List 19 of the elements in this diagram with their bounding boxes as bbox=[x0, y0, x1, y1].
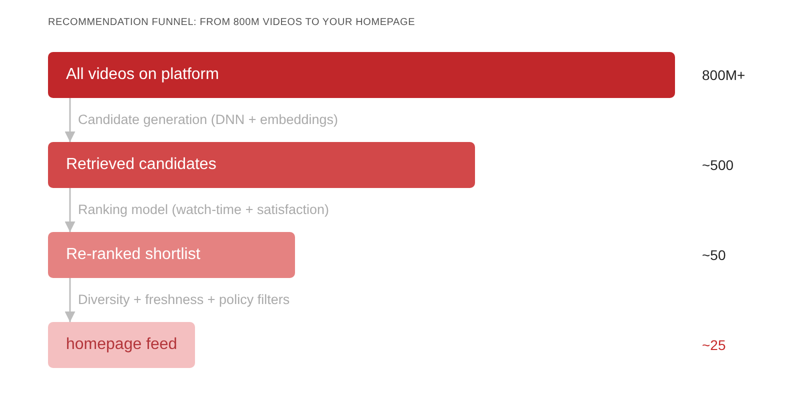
stage-label: Re-ranked shortlist bbox=[66, 245, 200, 265]
stage-bar bbox=[48, 52, 675, 98]
stage-bar bbox=[48, 142, 475, 188]
stage-bar bbox=[48, 322, 195, 368]
arrow bbox=[64, 278, 76, 322]
chart-title: RECOMMENDATION FUNNEL: FROM 800M VIDEOS TO YOUR HOMEPAGE bbox=[48, 17, 416, 28]
edge-label: Candidate generation (DNN + embeddings) bbox=[78, 112, 338, 128]
arrow bbox=[64, 98, 76, 142]
count-label: ~25 bbox=[702, 336, 726, 354]
arrow bbox=[64, 188, 76, 232]
stage-label: Retrieved candidates bbox=[66, 155, 216, 175]
edge-label: Diversity + freshness + policy filters bbox=[78, 292, 290, 308]
stage-label: homepage feed bbox=[66, 335, 178, 355]
stage-label: All videos on platform bbox=[66, 65, 219, 85]
edge-label: Ranking model (watch-time + satisfaction) bbox=[78, 202, 329, 218]
count-label: ~50 bbox=[702, 246, 726, 264]
count-label: ~500 bbox=[702, 156, 734, 174]
stage-bar bbox=[48, 232, 295, 278]
count-label: 800M+ bbox=[702, 66, 746, 84]
